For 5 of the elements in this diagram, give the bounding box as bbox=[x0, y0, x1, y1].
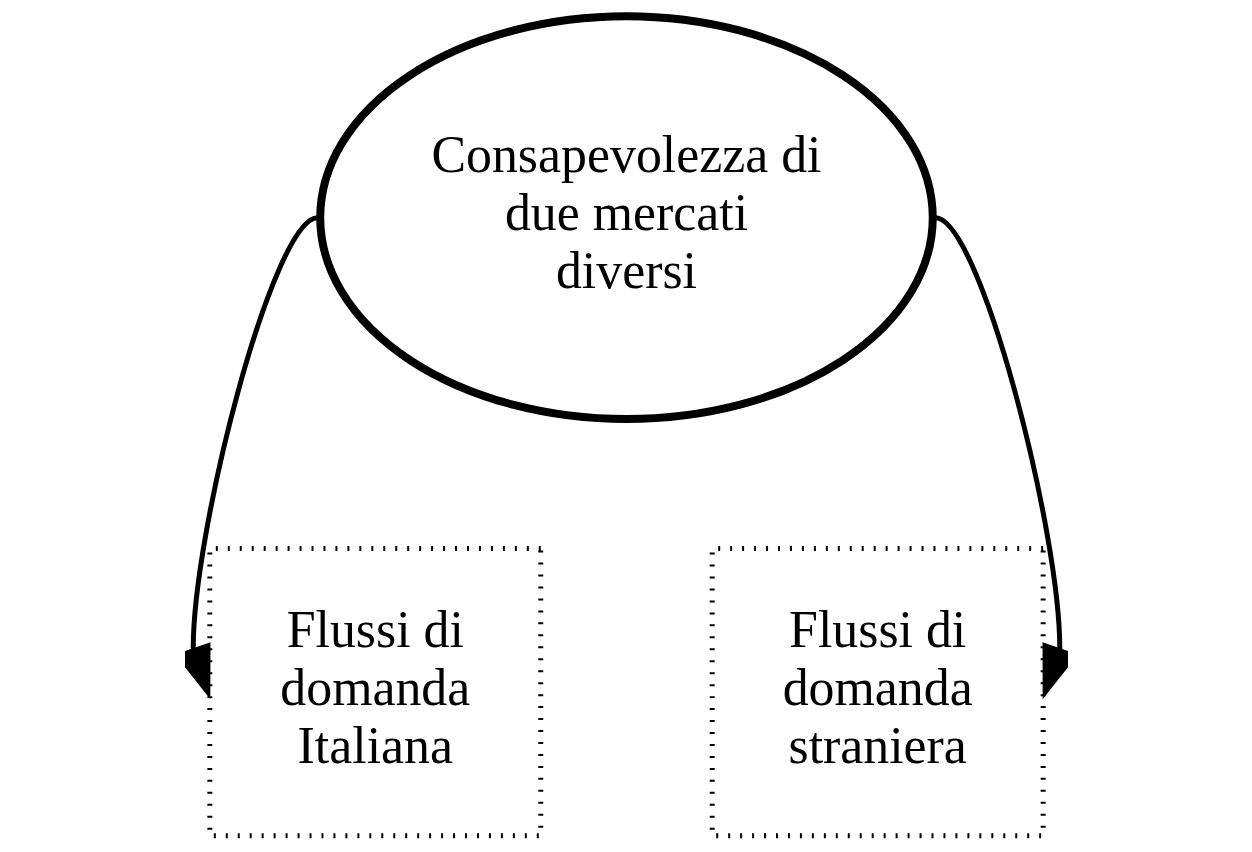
node-ellipse: Consapevolezza di due mercati diversi bbox=[315, 12, 937, 423]
node-box: Flussi di domanda Italiana bbox=[206, 546, 543, 839]
node-box: Flussi di domanda straniera bbox=[709, 546, 1046, 839]
arrow bbox=[933, 215, 1068, 700]
arrow bbox=[184, 215, 319, 700]
